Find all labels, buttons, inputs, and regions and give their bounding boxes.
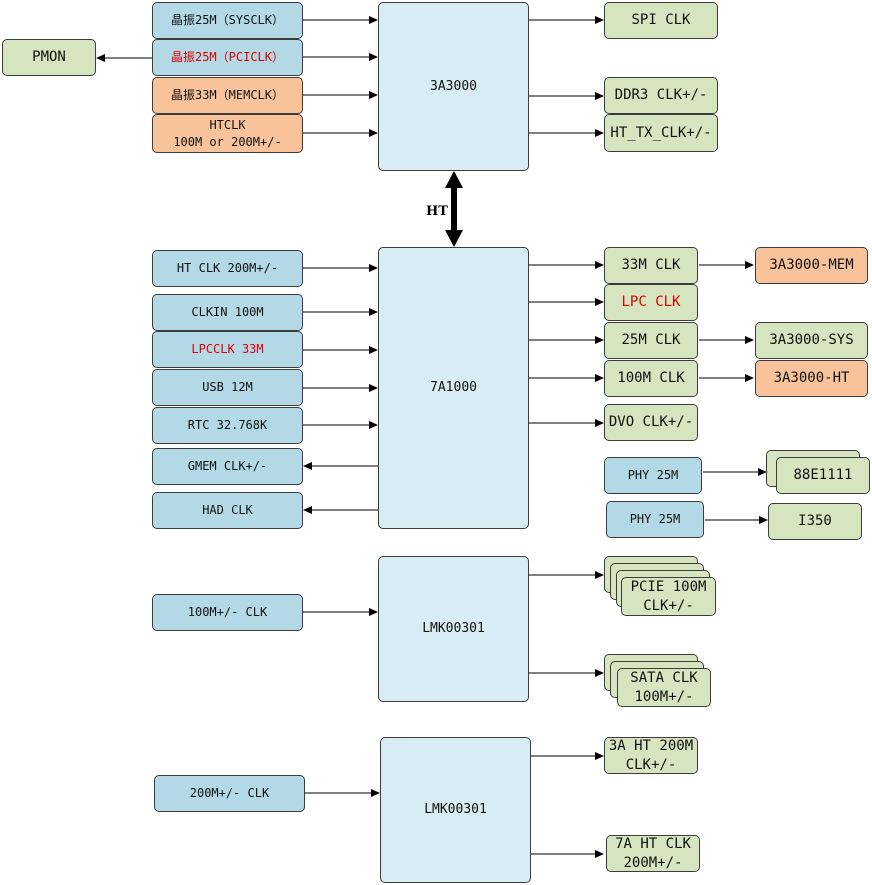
output-sata-clk[interactable]: SATA CLK 100M+/- — [617, 668, 711, 707]
chip-lmk00301-a[interactable]: LMK00301 — [378, 556, 529, 702]
input-clkin[interactable]: CLKIN 100M — [152, 294, 303, 331]
output-had-clk[interactable]: HAD CLK — [152, 492, 303, 529]
output-phy-25m-a[interactable]: PHY 25M — [604, 457, 702, 494]
target-88e1111[interactable]: 88E1111 — [776, 457, 870, 494]
output-dvo-clk[interactable]: DVO CLK+/- — [604, 404, 698, 441]
output-ht-tx-clk[interactable]: HT_TX_CLK+/- — [604, 114, 718, 152]
input-200m-clk[interactable]: 200M+/- CLK — [154, 775, 305, 812]
output-3a-ht-200m-clk[interactable]: 3A HT 200M CLK+/- — [604, 737, 698, 774]
input-sysclk[interactable]: 晶振25M（SYSCLK） — [152, 2, 303, 39]
input-bridge-htclk[interactable]: HT CLK 200M+/- — [152, 250, 303, 287]
chip-3a3000[interactable]: 3A3000 — [378, 2, 529, 171]
ht-link-label: HT — [426, 204, 448, 219]
output-gmem-clk[interactable]: GMEM CLK+/- — [152, 448, 303, 485]
output-lpc-clk[interactable]: LPC CLK — [604, 284, 698, 321]
ht-link-arrow — [445, 171, 463, 247]
chip-lmk00301-b[interactable]: LMK00301 — [380, 737, 531, 883]
target-3a3000-sys[interactable]: 3A3000-SYS — [755, 322, 868, 359]
output-pcie-100m-clk[interactable]: PCIE 100M CLK+/- — [621, 577, 716, 616]
output-phy-25m-b[interactable]: PHY 25M — [606, 501, 704, 538]
input-lpcclk[interactable]: LPCCLK 33M — [152, 331, 303, 368]
target-3a3000-ht[interactable]: 3A3000-HT — [755, 360, 868, 397]
output-25m-clk[interactable]: 25M CLK — [604, 322, 698, 359]
target-3a3000-mem[interactable]: 3A3000-MEM — [755, 247, 868, 284]
pmon-box[interactable]: PMON — [2, 39, 96, 76]
chip-7a1000[interactable]: 7A1000 — [378, 247, 529, 529]
output-100m-clk[interactable]: 100M CLK — [604, 360, 698, 397]
output-7a-ht-clk[interactable]: 7A HT CLK 200M+/- — [606, 835, 700, 872]
target-i350[interactable]: I350 — [768, 503, 862, 540]
input-rtc[interactable]: RTC 32.768K — [152, 407, 303, 444]
output-ddr3-clk[interactable]: DDR3 CLK+/- — [604, 77, 718, 114]
input-100m-clk[interactable]: 100M+/- CLK — [152, 594, 303, 631]
input-memclk[interactable]: 晶振33M（MEMCLK） — [152, 77, 303, 114]
input-usb[interactable]: USB 12M — [152, 369, 303, 406]
output-33m-clk[interactable]: 33M CLK — [604, 247, 698, 284]
input-pciclk[interactable]: 晶振25M（PCICLK） — [152, 39, 303, 76]
input-htclk[interactable]: HTCLK 100M or 200M+/- — [152, 114, 303, 153]
output-spi-clk[interactable]: SPI CLK — [604, 2, 718, 39]
